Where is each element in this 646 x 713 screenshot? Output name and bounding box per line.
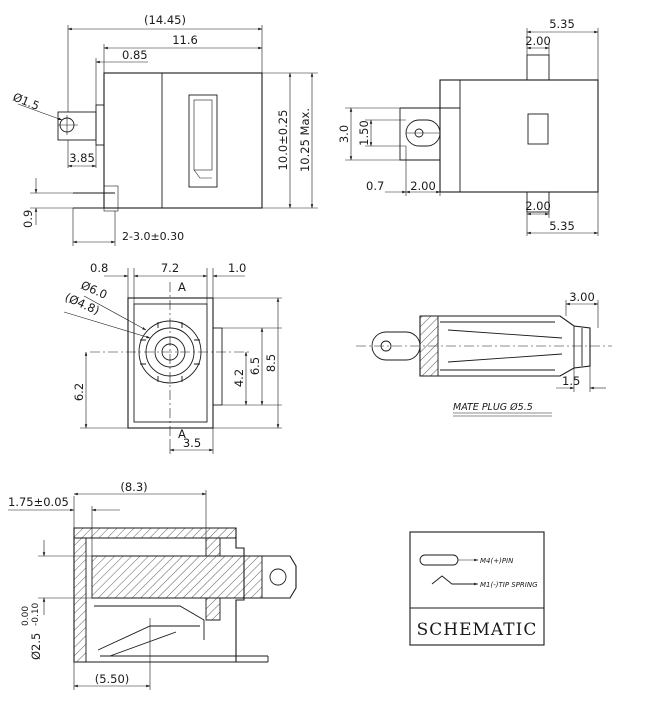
dim-pin-pitch: 2-3.0±0.30 bbox=[122, 230, 184, 243]
dim-pin-offset: 3.85 bbox=[69, 151, 95, 165]
dim-pin-dia: Ø2.5 bbox=[29, 633, 43, 660]
section-a-top: A bbox=[178, 280, 186, 294]
dim-width: 7.2 bbox=[161, 261, 179, 275]
side-view-window bbox=[527, 113, 549, 145]
dim-bottom-total: 5.35 bbox=[549, 219, 575, 233]
spring-symbol bbox=[431, 575, 476, 585]
dim-top-total: 5.35 bbox=[549, 17, 575, 31]
dim-height-max: 10.25 Max. bbox=[298, 108, 312, 172]
dim-tab: 0.7 bbox=[366, 179, 384, 193]
front-view: A A 0.8 7.2 1.0 Ø6.0 (Ø4.8) 6.2 4.2 6.5 … bbox=[63, 261, 282, 454]
dim-front: 1.75±0.05 bbox=[8, 495, 69, 509]
dim-8-5: 8.5 bbox=[264, 354, 278, 372]
dim-right: 1.0 bbox=[228, 261, 246, 275]
top-view: (14.45) 11.6 0.85 Ø1.5 3.85 10.0±0.25 10… bbox=[11, 13, 318, 246]
side-view-body bbox=[439, 79, 599, 193]
schematic-box: M4(+)PIN M1(-)TIP SPRING SCHEMATIC bbox=[409, 531, 545, 646]
dim-bottom-inner: 2.00 bbox=[525, 199, 551, 213]
dim-top-inner: 2.00 bbox=[525, 34, 551, 48]
dim-depth: (8.3) bbox=[120, 480, 147, 494]
dim-overall: (14.45) bbox=[144, 13, 186, 27]
dim-6-5: 6.5 bbox=[248, 357, 262, 375]
dim-hole: Ø1.5 bbox=[11, 90, 42, 113]
center-pin-section bbox=[91, 555, 263, 599]
dim-height: 10.0±0.25 bbox=[276, 110, 290, 171]
top-view-window bbox=[188, 94, 218, 188]
dim-tip: 3.00 bbox=[569, 290, 595, 304]
dim-bottom: (5.50) bbox=[95, 672, 130, 686]
side-view: 5.35 2.00 2.00 5.35 3.0 1.50 0.7 2.00 bbox=[337, 17, 599, 236]
pin1-label: M4(+)PIN bbox=[480, 557, 514, 565]
section-view: (8.3) 1.75±0.05 Ø2.5 0.00 -0.10 (5.50) bbox=[8, 480, 297, 690]
section-a-bottom: A bbox=[178, 427, 186, 441]
plug-view: 3.00 1.5 MATE PLUG Ø5.5 bbox=[356, 290, 612, 417]
pin2-label: M1(-)TIP SPRING bbox=[480, 581, 538, 589]
dim-pin-thick: 0.9 bbox=[21, 210, 35, 228]
dim-left: 0.8 bbox=[90, 261, 108, 275]
dim-tab-len: 2.00 bbox=[410, 179, 436, 193]
dim-body: 11.6 bbox=[172, 33, 198, 47]
schematic-title: SCHEMATIC bbox=[417, 620, 538, 640]
top-view-pin-tab bbox=[57, 111, 97, 141]
dim-6-2: 6.2 bbox=[72, 383, 86, 401]
top-view-body bbox=[103, 72, 263, 209]
tol-lower: -0.10 bbox=[31, 602, 41, 626]
dim-3-5: 3.5 bbox=[183, 436, 201, 450]
dim-hole-d: 1.50 bbox=[357, 120, 371, 146]
dim-step: 1.5 bbox=[562, 374, 580, 388]
dim-hole-h: 3.0 bbox=[337, 125, 351, 143]
tol-upper: 0.00 bbox=[21, 606, 31, 626]
dim-4-2: 4.2 bbox=[232, 369, 246, 387]
dim-flange: 0.85 bbox=[122, 48, 148, 62]
pin-symbol bbox=[419, 554, 459, 566]
plug-label: MATE PLUG Ø5.5 bbox=[453, 402, 533, 413]
front-view-body bbox=[127, 297, 214, 429]
